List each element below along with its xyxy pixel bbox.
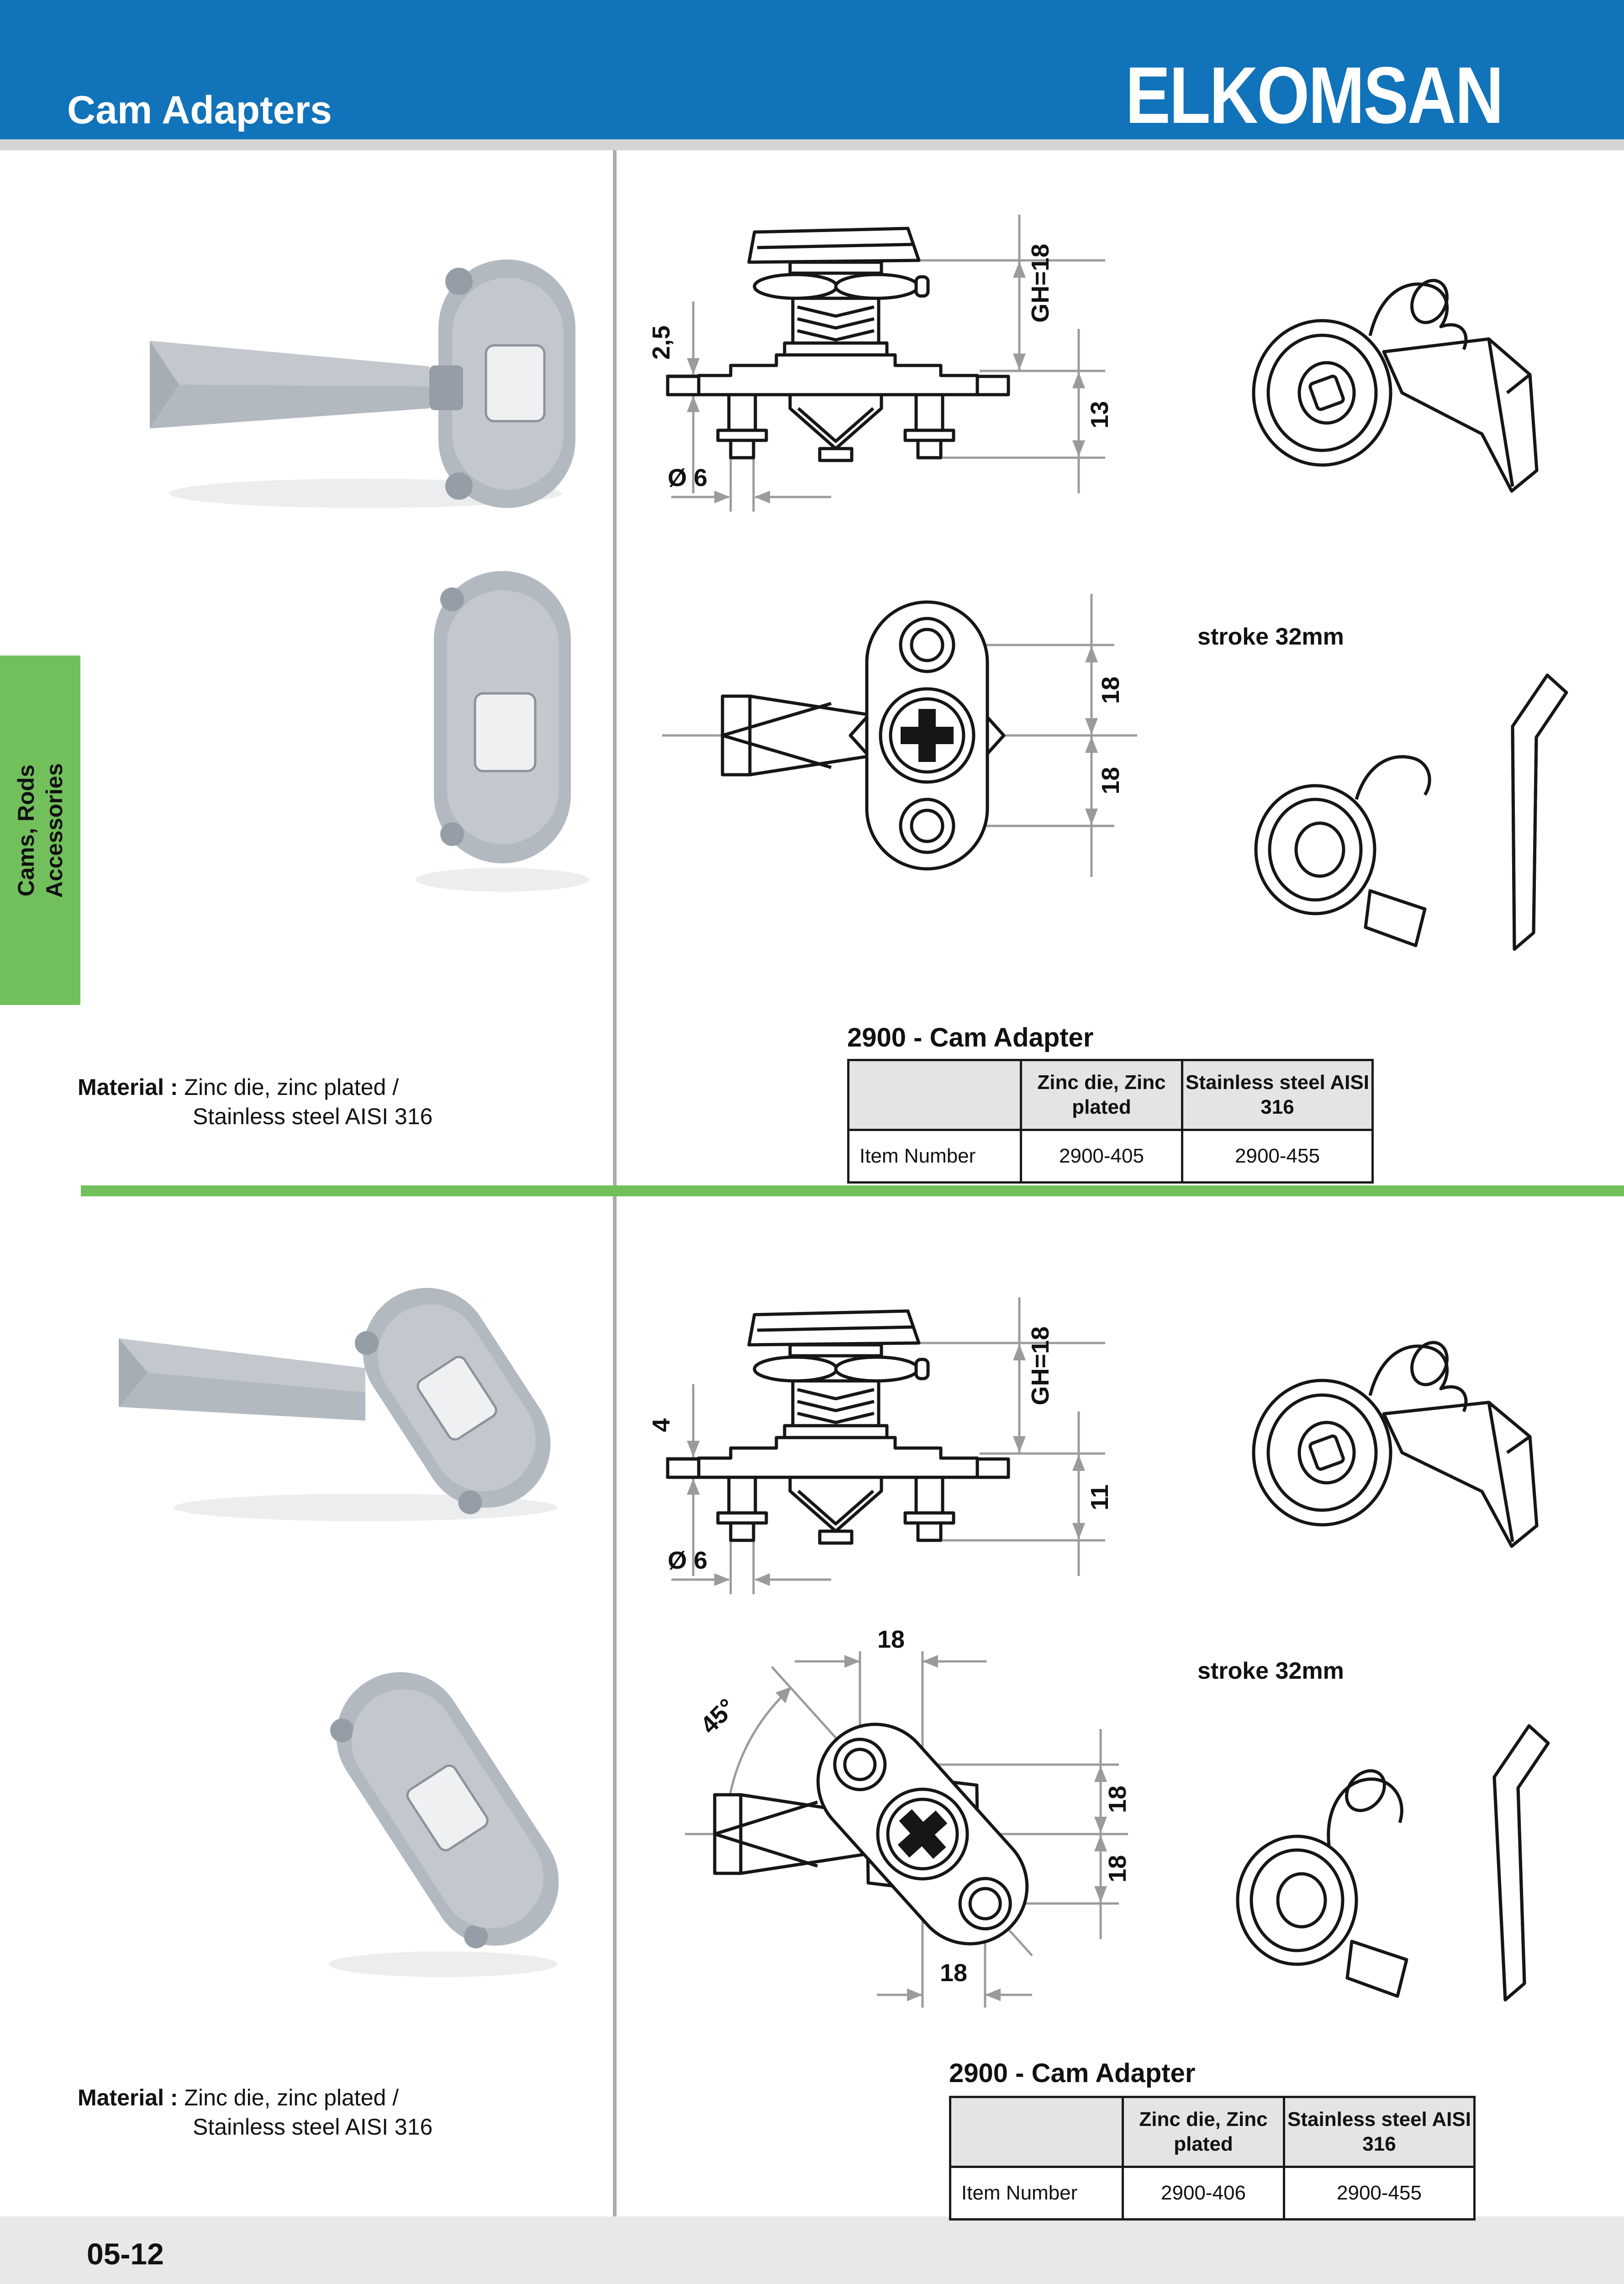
- brand-logo: ELKOMSAN: [1125, 51, 1503, 140]
- table-row-label: Item Number: [847, 1129, 1022, 1184]
- page-title: Cam Adapters: [67, 88, 332, 132]
- dim-label-body-height: 13: [1086, 401, 1113, 428]
- sidebar-tab-label: Cams, Rods Accessories: [12, 656, 69, 1005]
- isometric-drawing-straight-lock: [1233, 242, 1585, 498]
- technical-drawing-front-view-45deg: 4 Ø 6 GH=18 11: [639, 1274, 1123, 1613]
- product-heading: 2900 - Cam Adapter: [949, 2058, 1196, 2088]
- item-number-zinc: 2900-406: [1122, 2166, 1285, 2221]
- dim-label-flange: 4: [648, 1418, 675, 1432]
- dim-label-grip-height: GH=18: [1027, 1327, 1054, 1406]
- table-row-label: Item Number: [949, 2166, 1124, 2221]
- material-value1: Zinc die, zinc plated /: [184, 2085, 399, 2110]
- technical-drawing-front-view-straight: 2,5 Ø 6 GH=18 13: [639, 192, 1123, 530]
- material-note: Material : Zinc die, zinc plated / Stain…: [78, 2083, 432, 2141]
- material-line2: Stainless steel AISI 316: [193, 2114, 433, 2140]
- product-heading: 2900 - Cam Adapter: [847, 1023, 1094, 1052]
- header-divider: [0, 139, 1624, 150]
- dim-label-hole-span-top: 18: [1097, 677, 1124, 704]
- isometric-drawing-straight-lock-blade: [1233, 653, 1598, 964]
- section-divider: [81, 1185, 1624, 1196]
- item-number-zinc: 2900-405: [1020, 1129, 1183, 1184]
- material-line1: Material : Zinc die, zinc plated /: [78, 1073, 432, 1102]
- material-label: Material :: [78, 1074, 178, 1100]
- stroke-dimension-label: stroke 32mm: [1197, 1658, 1344, 1684]
- item-number-stainless: 2900-455: [1181, 1129, 1374, 1184]
- product-photo-straight-adapter: [406, 557, 598, 904]
- sidebar-tab-cams-rods-accessories: Cams, Rods Accessories: [0, 656, 80, 1005]
- dim-label-body-height: 11: [1086, 1484, 1113, 1510]
- page-number: 05-12: [87, 2237, 164, 2271]
- product-photo-45deg-assembly: [110, 1270, 598, 1526]
- material-line2: Stainless steel AISI 316: [193, 1104, 433, 1129]
- stroke-dimension-label: stroke 32mm: [1197, 624, 1344, 650]
- isometric-drawing-45deg-lock: [1233, 1316, 1585, 1571]
- dim-label-angle: 45°: [695, 1693, 741, 1739]
- table-row: Item Number 2900-406 2900-455: [949, 2166, 1476, 2221]
- dim-label-flange: 2,5: [648, 325, 675, 360]
- dim-label-hole-span-bottom: 18: [1097, 767, 1124, 794]
- sidebar-tab-line1: Cams, Rods: [13, 764, 39, 896]
- material-note: Material : Zinc die, zinc plated / Stain…: [78, 1073, 432, 1131]
- dim-label-grip-height: GH=18: [1027, 244, 1054, 323]
- table-corner-cell: [949, 2096, 1124, 2168]
- dim-label-diameter: Ø 6: [668, 1547, 707, 1574]
- header-band: [0, 0, 1624, 139]
- item-number-stainless: 2900-455: [1283, 2166, 1476, 2221]
- item-number-table: Zinc die, Zinc plated Stainless steel AI…: [847, 1059, 1374, 1184]
- table-header-row: Zinc die, Zinc plated Stainless steel AI…: [949, 2096, 1476, 2168]
- table-row: Item Number 2900-405 2900-455: [847, 1129, 1374, 1184]
- table-corner-cell: [847, 1059, 1022, 1131]
- column-divider: [613, 150, 617, 2216]
- table-header-row: Zinc die, Zinc plated Stainless steel AI…: [847, 1059, 1374, 1131]
- material-label: Material :: [78, 2085, 178, 2110]
- table-col-zinc: Zinc die, Zinc plated: [1020, 1059, 1183, 1131]
- table-col-stainless: Stainless steel AISI 316: [1181, 1059, 1374, 1131]
- footer-band: [0, 2216, 1624, 2284]
- dim-label-diameter: Ø 6: [668, 464, 707, 492]
- item-number-table: Zinc die, Zinc plated Stainless steel AI…: [949, 2096, 1476, 2221]
- product-photo-straight-assembly: [137, 251, 598, 516]
- material-line1: Material : Zinc die, zinc plated /: [78, 2083, 432, 2112]
- table-col-stainless: Stainless steel AISI 316: [1283, 2096, 1476, 2168]
- dim-label-hole-span-top: 18: [1104, 1786, 1131, 1813]
- material-value1: Zinc die, zinc plated /: [184, 1074, 399, 1100]
- sidebar-tab-line2: Accessories: [42, 763, 67, 898]
- dim-label-bottom-span: 18: [940, 1959, 967, 1987]
- dim-label-hole-span-bottom: 18: [1104, 1855, 1131, 1882]
- technical-drawing-rear-view-45deg: 18 45° 18 18 18: [621, 1619, 1155, 2030]
- technical-drawing-rear-view-straight: 18 18: [635, 566, 1146, 904]
- dim-label-top-span: 18: [877, 1626, 905, 1653]
- table-col-zinc: Zinc die, Zinc plated: [1122, 2096, 1285, 2168]
- product-photo-45deg-adapter: [292, 1626, 603, 1992]
- isometric-drawing-45deg-lock-blade: [1215, 1699, 1580, 2014]
